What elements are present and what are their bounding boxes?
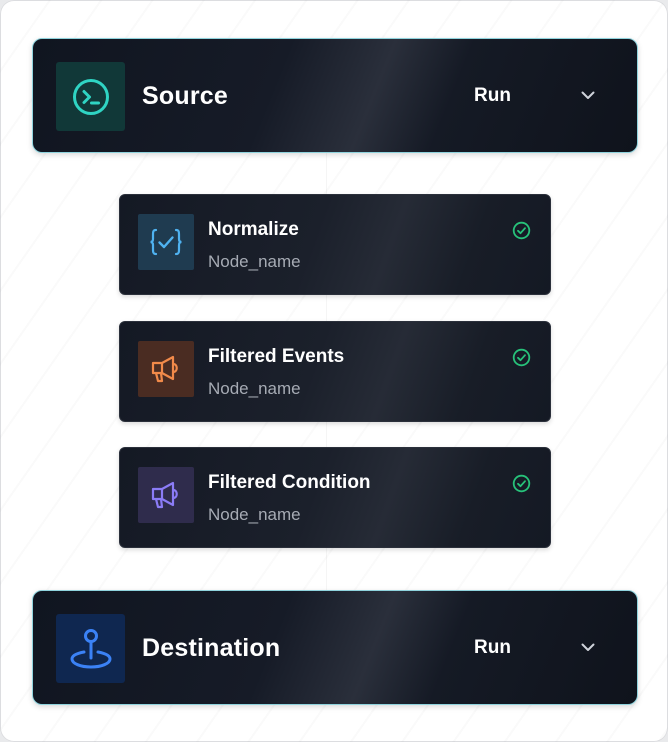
node-card-filtered-condition[interactable]: Filtered Condition Node_name — [119, 447, 551, 548]
chevron-down-icon[interactable] — [579, 638, 597, 656]
chevron-down-icon[interactable] — [579, 86, 597, 104]
node-title: Normalize — [208, 219, 299, 240]
node-title: Filtered Events — [208, 346, 345, 367]
megaphone-icon — [138, 467, 194, 523]
megaphone-icon — [138, 341, 194, 397]
destination-run-button[interactable]: Run — [474, 637, 511, 658]
check-circle-icon — [512, 221, 531, 240]
destination-title: Destination — [142, 634, 281, 662]
node-subtitle: Node_name — [208, 379, 301, 398]
map-pin-icon — [56, 614, 125, 683]
terminal-icon — [56, 62, 125, 131]
check-circle-icon — [512, 474, 531, 493]
source-run-button[interactable]: Run — [474, 85, 511, 106]
code-braces-check-icon — [138, 214, 194, 270]
node-subtitle: Node_name — [208, 505, 301, 524]
node-card-normalize[interactable]: Normalize Node_name — [119, 194, 551, 295]
source-card[interactable]: Source Run — [32, 38, 638, 153]
node-subtitle: Node_name — [208, 252, 301, 271]
destination-card[interactable]: Destination Run — [32, 590, 638, 705]
node-card-filtered-events[interactable]: Filtered Events Node_name — [119, 321, 551, 422]
source-title: Source — [142, 82, 228, 110]
node-title: Filtered Condition — [208, 472, 371, 493]
check-circle-icon — [512, 348, 531, 367]
